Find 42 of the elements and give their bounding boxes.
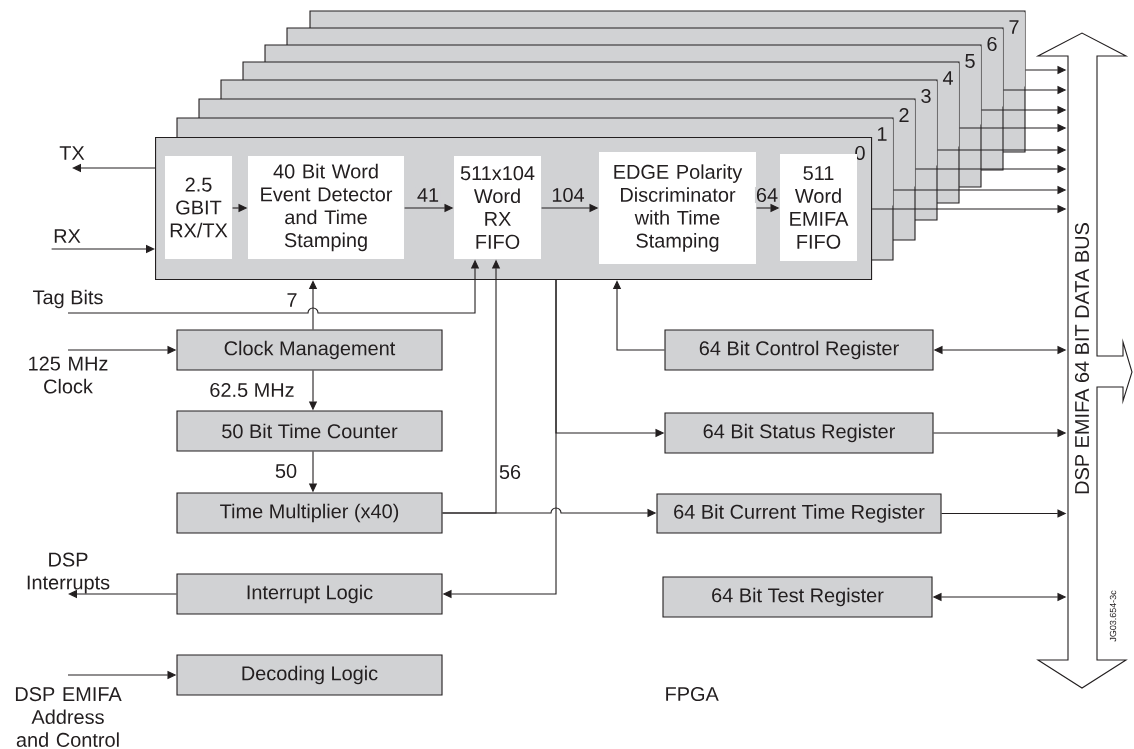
edge-label: 62.5 MHz [208, 381, 296, 399]
node-label: 4 [942, 71, 953, 85]
figure-code: JG03.654-3c [1109, 590, 1117, 642]
process-block: 50 Bit Time Counter [176, 410, 443, 452]
node-label: 7 [1009, 20, 1019, 34]
process-block: Decoding Logic [176, 654, 443, 696]
channel-board: 2 [894, 100, 915, 187]
function-block: 2.5 GBIT RX/TX [165, 156, 232, 259]
signal-label: RX [54, 229, 81, 243]
node-label: 2 [899, 108, 909, 122]
signal-label: Tag Bits [33, 289, 103, 309]
function-block: EDGE Polarity Discriminator with Time Stamping [599, 152, 756, 264]
channel-board: 7 [1004, 12, 1025, 87]
signal-label: DSP Interrupts [27, 552, 110, 594]
process-block: 64 Bit Test Register [662, 576, 933, 618]
function-block: 511 Word EMIFA FIFO [780, 154, 857, 261]
process-block: Interrupt Logic [176, 573, 443, 615]
edge-label: 7 [285, 292, 299, 308]
function-block: 511x104 Word RX FIFO [454, 156, 541, 259]
channel-board: 4 [938, 63, 959, 147]
process-block: 64 Bit Current Time Register [656, 493, 942, 534]
channel-board: 3 [916, 81, 937, 166]
signal-label: DSP EMIFA Address and Control [15, 687, 122, 747]
function-block: 40 Bit Word Event Detector and Time Stamping [248, 156, 404, 259]
channel-board: 1 [872, 119, 893, 206]
process-block: Time Multiplier (x40) [176, 492, 443, 534]
signal-label: 125 MHz Clock [29, 356, 108, 394]
edge-label: 41 [415, 187, 441, 203]
process-block: Clock Management [176, 329, 443, 371]
node-label: 5 [965, 54, 975, 68]
edge-label: 50 [273, 462, 299, 480]
part-label: FPGA [666, 686, 719, 702]
edge-label: 56 [497, 463, 523, 481]
node-label: 6 [987, 36, 997, 52]
channel-board: 6 [982, 29, 1003, 107]
node-label: 3 [921, 88, 931, 104]
channel-board: 5 [960, 46, 981, 125]
signal-label: TX [59, 146, 85, 160]
node-label: 1 [877, 127, 887, 141]
process-block: 64 Bit Status Register [664, 412, 934, 454]
process-block: 64 Bit Control Register [664, 329, 934, 371]
arrow [612, 280, 665, 351]
